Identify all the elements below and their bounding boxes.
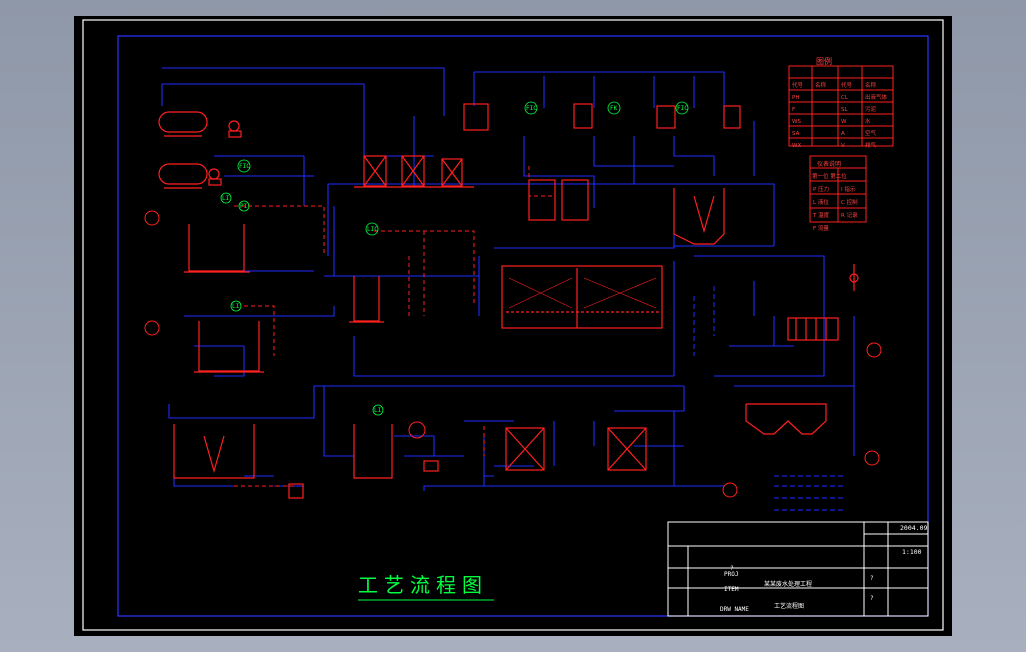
instrument-cell: P 压力 xyxy=(813,185,829,193)
aeration-hatch xyxy=(508,277,657,309)
tag-li-2: LI xyxy=(232,303,240,310)
process-flow-diagram: 图例 仪表说明 第一位 第二位 代号 名称 代号 名称 PH CL 出液气体 F SL 污泥 WS W… xyxy=(82,19,944,631)
title-block-dwg-value: 工艺流程图 xyxy=(774,602,804,610)
title-block xyxy=(667,521,929,617)
legend-header-0: 代号 xyxy=(792,81,804,89)
instrument-cells: P 压力 I 指示 L 液位 C 控制 T 温度 R 记录 F 流量 xyxy=(812,185,858,232)
legend-cell: 污泥 xyxy=(865,105,877,113)
legend-cell: 水 xyxy=(865,117,871,125)
title-block-date: 2004.09 xyxy=(900,524,927,532)
legend-cell: W xyxy=(841,119,847,125)
instrument-cell: I 指示 xyxy=(841,185,856,193)
equipment xyxy=(158,103,859,499)
legend-cell: 空气 xyxy=(865,129,877,137)
title-block-q-3: ? xyxy=(870,595,874,602)
title-block-dwg-label: DRW NAME xyxy=(720,606,749,613)
title-block-q-2: ? xyxy=(870,575,874,582)
legend-cell: WS xyxy=(792,119,801,125)
title-block-proj-label: PROJ xyxy=(724,571,738,578)
tag-fic-2: FIC xyxy=(677,105,688,112)
instrument-table-header: 第一位 第二位 xyxy=(812,172,847,180)
instrument-table-title: 仪表说明 xyxy=(817,160,841,168)
tag-lic-1: LIC xyxy=(367,226,378,233)
legend-cell: 排气 xyxy=(865,141,877,149)
dashed-lines xyxy=(693,286,844,511)
instrument-table xyxy=(809,155,867,223)
legend-header-1: 名称 xyxy=(815,81,827,89)
tag-li-1: LI xyxy=(222,195,230,202)
legend-title: 图例 xyxy=(816,56,832,66)
instrument-tags: FIC FK FIC FIC LI PI LIC LI LI xyxy=(220,101,689,416)
instrument-cell: L 液位 xyxy=(813,198,829,206)
instrument-cell: R 记录 xyxy=(841,211,858,219)
drawing-sheet[interactable]: 图例 仪表说明 第一位 第二位 代号 名称 代号 名称 PH CL 出液气体 F SL 污泥 WS W… xyxy=(74,16,952,636)
title-block-item-value: 某某废水处理工程 xyxy=(764,580,812,588)
drawing-title: 工艺流程图 xyxy=(358,573,488,597)
legend-cell: SA xyxy=(792,131,800,137)
tag-pi: PI xyxy=(240,203,248,210)
tag-fic-3: FIC xyxy=(239,163,250,170)
legend-header-2: 代号 xyxy=(841,81,853,89)
legend-cell: SL xyxy=(841,107,848,113)
tag-fic-1: FIC xyxy=(526,105,537,112)
instrument-cell: C 控制 xyxy=(841,198,858,206)
legend-header-3: 名称 xyxy=(865,81,877,89)
title-block-item-label: ITEM xyxy=(724,586,739,593)
legend-cell: PH xyxy=(792,95,799,101)
legend-cell: WX xyxy=(792,143,801,149)
inner-frame xyxy=(117,35,929,617)
tag-fk: FK xyxy=(610,105,618,112)
title-block-q-1: ? xyxy=(730,565,734,572)
legend-cell: 出液气体 xyxy=(865,93,888,101)
blowers xyxy=(144,210,882,498)
legend-cell: CL xyxy=(841,95,849,101)
legend-table xyxy=(788,65,894,147)
legend-cell: V xyxy=(841,143,845,149)
title-block-scale: 1:100 xyxy=(902,548,922,556)
legend-cell: A xyxy=(841,131,845,137)
instrument-cell: T 温度 xyxy=(812,211,830,219)
instrument-cell: F 流量 xyxy=(813,224,829,232)
tag-li-3: LI xyxy=(374,407,382,414)
outer-frame xyxy=(82,19,944,631)
legend-cell: F xyxy=(792,107,795,113)
legend-cells: 代号 名称 代号 名称 PH CL 出液气体 F SL 污泥 WS W 水 SA A 空气 WX V 排气 xyxy=(792,81,888,149)
